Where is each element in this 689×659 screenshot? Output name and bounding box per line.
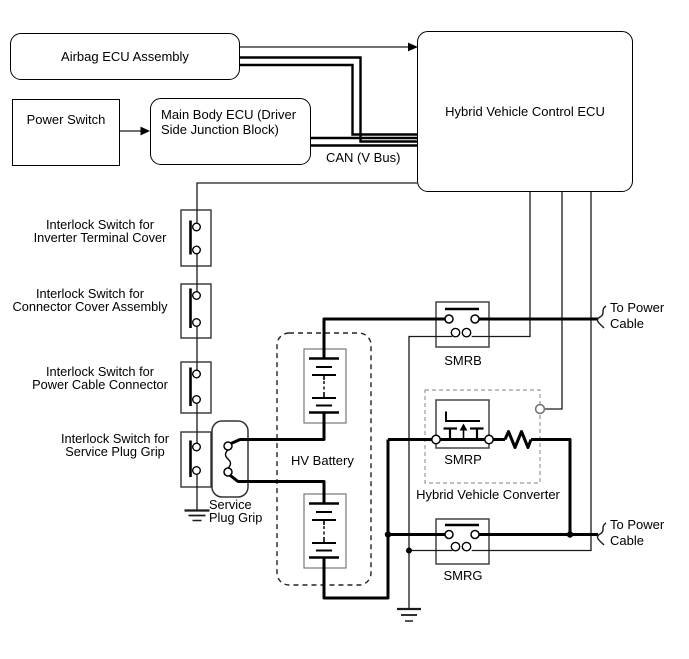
to-power-cable-label-bottom: To Power Cable bbox=[610, 517, 665, 548]
main-body-ecu-label-line1: Main Body ECU (Driver bbox=[161, 107, 297, 122]
interlock-service-plug-label: Interlock Switch for Service Plug Grip bbox=[60, 431, 170, 459]
battery-cell-bottom-symbol bbox=[309, 502, 339, 559]
converter-terminal-circle bbox=[534, 403, 546, 415]
interlock-power-cable-label: Interlock Switch for Power Cable Connect… bbox=[32, 364, 168, 392]
can-bus-wires bbox=[240, 56, 417, 147]
interlock-inverter-label: Interlock Switch for Inverter Terminal C… bbox=[33, 217, 167, 245]
power-switch-box: Power Switch bbox=[12, 99, 120, 166]
battery-cell-boxes bbox=[303, 348, 347, 569]
smrb-label: SMRB bbox=[444, 353, 482, 368]
airbag-ecu-label: Airbag ECU Assembly bbox=[61, 49, 189, 64]
hv-battery-label: HV Battery bbox=[291, 453, 354, 468]
service-plug-grip-label: Service Plug Grip bbox=[209, 497, 263, 525]
airbag-ecu-box: Airbag ECU Assembly bbox=[10, 33, 240, 80]
control-wires bbox=[120, 46, 592, 609]
main-body-ecu-label-line2: Side Junction Block) bbox=[161, 122, 279, 137]
hybrid-converter-dashed-box bbox=[424, 389, 541, 484]
ground-symbol-left bbox=[184, 509, 210, 522]
service-plug-grip-box bbox=[211, 420, 249, 498]
power-wires bbox=[228, 317, 598, 600]
power-switch-label: Power Switch bbox=[26, 112, 106, 127]
cable-break-marks bbox=[596, 305, 607, 546]
smrp-label: SMRP bbox=[444, 452, 482, 467]
smrp-transistor-symbol bbox=[431, 411, 494, 445]
junction-dots bbox=[384, 531, 574, 554]
smrg-label: SMRG bbox=[443, 568, 483, 583]
smrg-relay-symbol bbox=[444, 523, 480, 552]
hybrid-vehicle-control-ecu-box: Hybrid Vehicle Control ECU bbox=[417, 31, 633, 192]
main-body-ecu-box: Main Body ECU (Driver Side Junction Bloc… bbox=[150, 98, 311, 165]
hybrid-converter-label: Hybrid Vehicle Converter bbox=[416, 487, 560, 502]
ground-symbol-right bbox=[397, 607, 421, 622]
to-power-cable-label-top: To Power Cable bbox=[610, 300, 665, 331]
battery-cell-top-symbol bbox=[309, 357, 339, 414]
interlock-connector-label: Interlock Switch for Connector Cover Ass… bbox=[12, 286, 168, 314]
service-plug-grip-symbol bbox=[223, 441, 233, 477]
smrb-relay-symbol bbox=[444, 307, 480, 338]
arrowheads bbox=[140, 42, 418, 136]
hybrid-vehicle-control-ecu-label: Hybrid Vehicle Control ECU bbox=[445, 104, 605, 119]
interlock-switch-symbols bbox=[189, 220, 201, 477]
can-bus-label: CAN (V Bus) bbox=[326, 150, 401, 165]
